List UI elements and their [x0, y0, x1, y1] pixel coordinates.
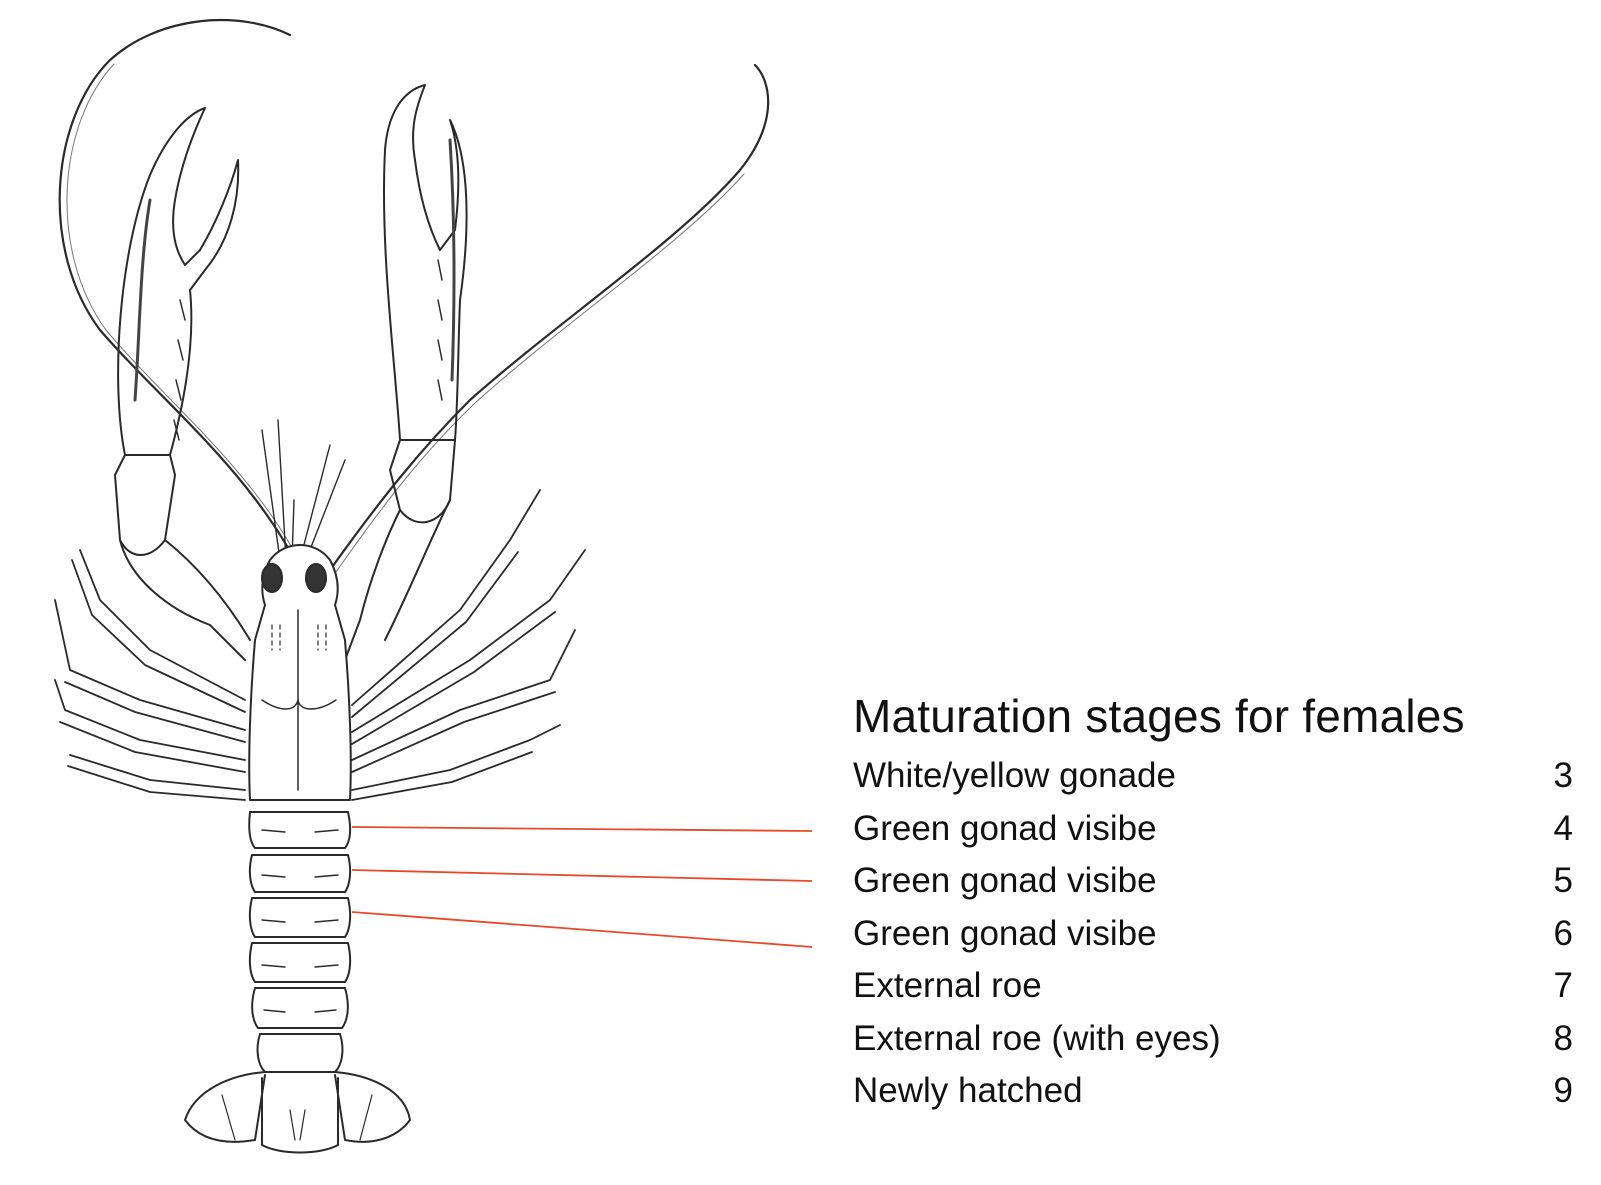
left-antenna	[58, 18, 306, 573]
stage-number: 9	[1553, 1071, 1573, 1110]
stage-row: Green gonad visibe 4	[853, 803, 1573, 856]
stage-label: Green gonad visibe	[853, 861, 1157, 900]
carapace	[248, 544, 352, 801]
stage-number: 7	[1553, 966, 1573, 1005]
antennules	[261, 419, 346, 561]
stage-label: Green gonad visibe	[853, 913, 1157, 953]
pointer-line-stage-6	[351, 911, 813, 948]
stage-label: Newly hatched	[853, 1071, 1083, 1110]
stage-row: White/yellow gonade 3	[853, 750, 1573, 803]
tail-fan	[184, 1071, 411, 1154]
stage-number: 5	[1553, 861, 1573, 900]
stage-row: Green gonad visibe 6	[853, 908, 1573, 961]
stage-number: 3	[1553, 756, 1573, 795]
left-walking-legs	[54, 549, 246, 801]
stage-row: Green gonad visibe 5	[853, 855, 1573, 908]
stage-number: 4	[1553, 808, 1573, 848]
left-claw	[114, 107, 251, 661]
stage-label: Green gonad visibe	[853, 808, 1157, 848]
abdomen	[248, 811, 352, 1073]
stage-number: 6	[1553, 913, 1573, 953]
stage-pointers	[351, 826, 813, 948]
pointer-line-stage-5	[351, 869, 813, 882]
legend-title: Maturation stages for females	[853, 690, 1465, 742]
stage-label: External roe	[853, 966, 1042, 1005]
maturation-legend: Maturation stages for females White/yell…	[853, 688, 1573, 1118]
stage-label: White/yellow gonade	[853, 756, 1176, 795]
right-walking-legs	[351, 489, 586, 801]
stage-label: External roe (with eyes)	[853, 1018, 1221, 1058]
stage-row: Newly hatched 9	[853, 1065, 1573, 1118]
stage-number: 8	[1553, 1018, 1573, 1058]
pointer-line-stage-4	[351, 826, 813, 832]
stage-row: External roe (with eyes) 8	[853, 1013, 1573, 1066]
right-claw	[344, 84, 468, 661]
right-antenna	[328, 63, 770, 573]
stage-row: External roe 7	[853, 960, 1573, 1013]
